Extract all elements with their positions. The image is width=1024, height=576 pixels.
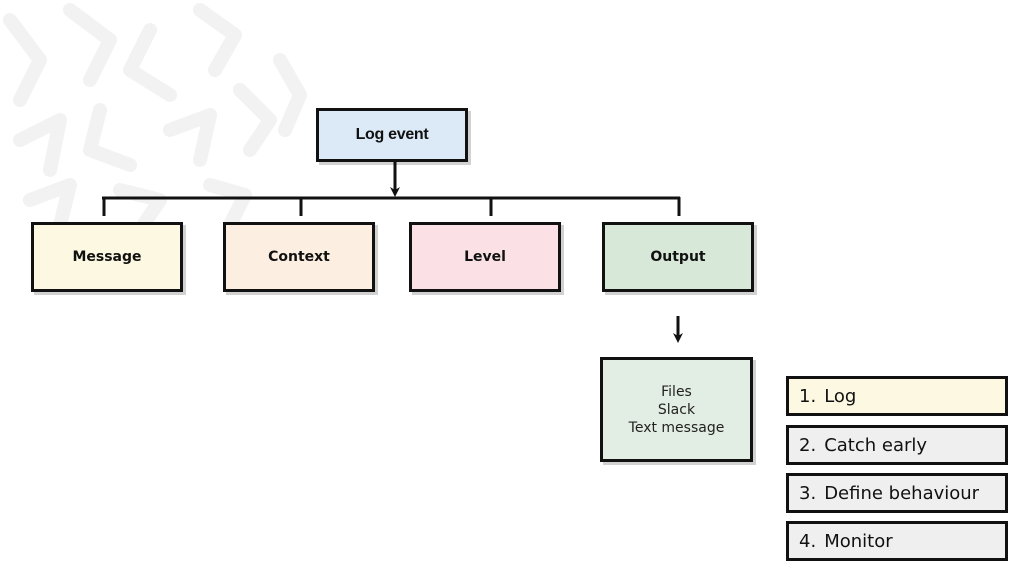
output-detail-line: Text message bbox=[628, 419, 725, 436]
step-label: Catch early bbox=[824, 434, 928, 456]
step-number: 2. bbox=[799, 434, 817, 456]
step-item-1: 1. Log bbox=[786, 376, 1008, 416]
step-number: 4. bbox=[799, 530, 817, 552]
step-item-4: 4. Monitor bbox=[786, 521, 1008, 561]
step-label: Monitor bbox=[824, 530, 893, 552]
output-detail-line: Slack bbox=[657, 401, 696, 418]
child-node-level: Level bbox=[409, 222, 561, 292]
step-number: 1. bbox=[799, 385, 817, 407]
step-label: Define behaviour bbox=[824, 482, 980, 504]
step-label: Log bbox=[824, 385, 857, 407]
output-detail-line: Files bbox=[661, 383, 692, 400]
step-item-2: 2. Catch early bbox=[786, 425, 1008, 465]
output-detail-node: Files Slack Text message bbox=[600, 357, 753, 462]
step-item-3: 3. Define behaviour bbox=[786, 473, 1008, 513]
step-number: 3. bbox=[799, 482, 817, 504]
root-node-log-event: Log event bbox=[316, 108, 468, 162]
child-node-output: Output bbox=[602, 222, 754, 292]
child-node-message: Message bbox=[31, 222, 183, 292]
child-node-context: Context bbox=[223, 222, 375, 292]
